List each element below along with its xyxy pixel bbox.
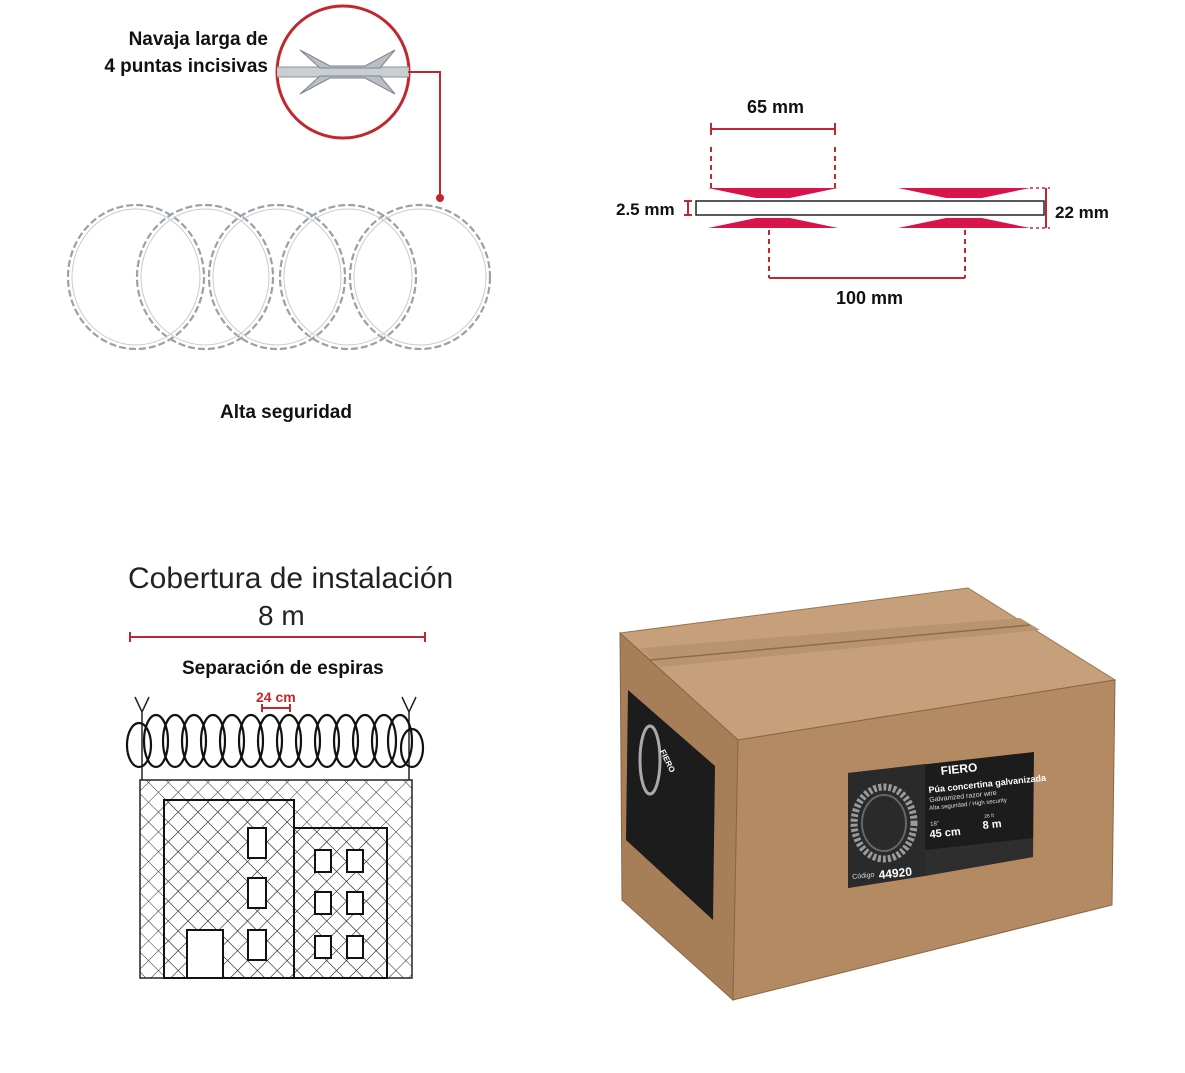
- box-diameter-inches: 18": [930, 821, 940, 828]
- razor-wire-coils: [66, 203, 492, 351]
- box-length: 8 m: [982, 818, 1003, 832]
- magnifier-icon: [275, 4, 444, 202]
- product-box: [618, 587, 1117, 1002]
- separation-title: Separación de espiras: [182, 658, 384, 679]
- coverage-diagram: [125, 632, 426, 979]
- razor-label-line1: Navaja larga de: [128, 29, 268, 50]
- dimension-height: 22 mm: [1055, 203, 1109, 222]
- coil-caption: Alta seguridad: [220, 402, 352, 423]
- dimension-thickness: 2.5 mm: [616, 200, 675, 219]
- coverage-title: Cobertura de instalación: [128, 562, 454, 595]
- coverage-value: 8 m: [258, 600, 305, 631]
- razor-label-line2: 4 puntas incisivas: [104, 56, 268, 77]
- dimension-spacing-bottom: 100 mm: [836, 288, 904, 308]
- razor-blade-label: Navaja larga de 4 puntas incisivas: [98, 26, 268, 80]
- dimension-spacing-top: 65 mm: [747, 97, 805, 117]
- blade-dimension-diagram: [684, 123, 1050, 279]
- separation-value: 24 cm: [256, 689, 296, 705]
